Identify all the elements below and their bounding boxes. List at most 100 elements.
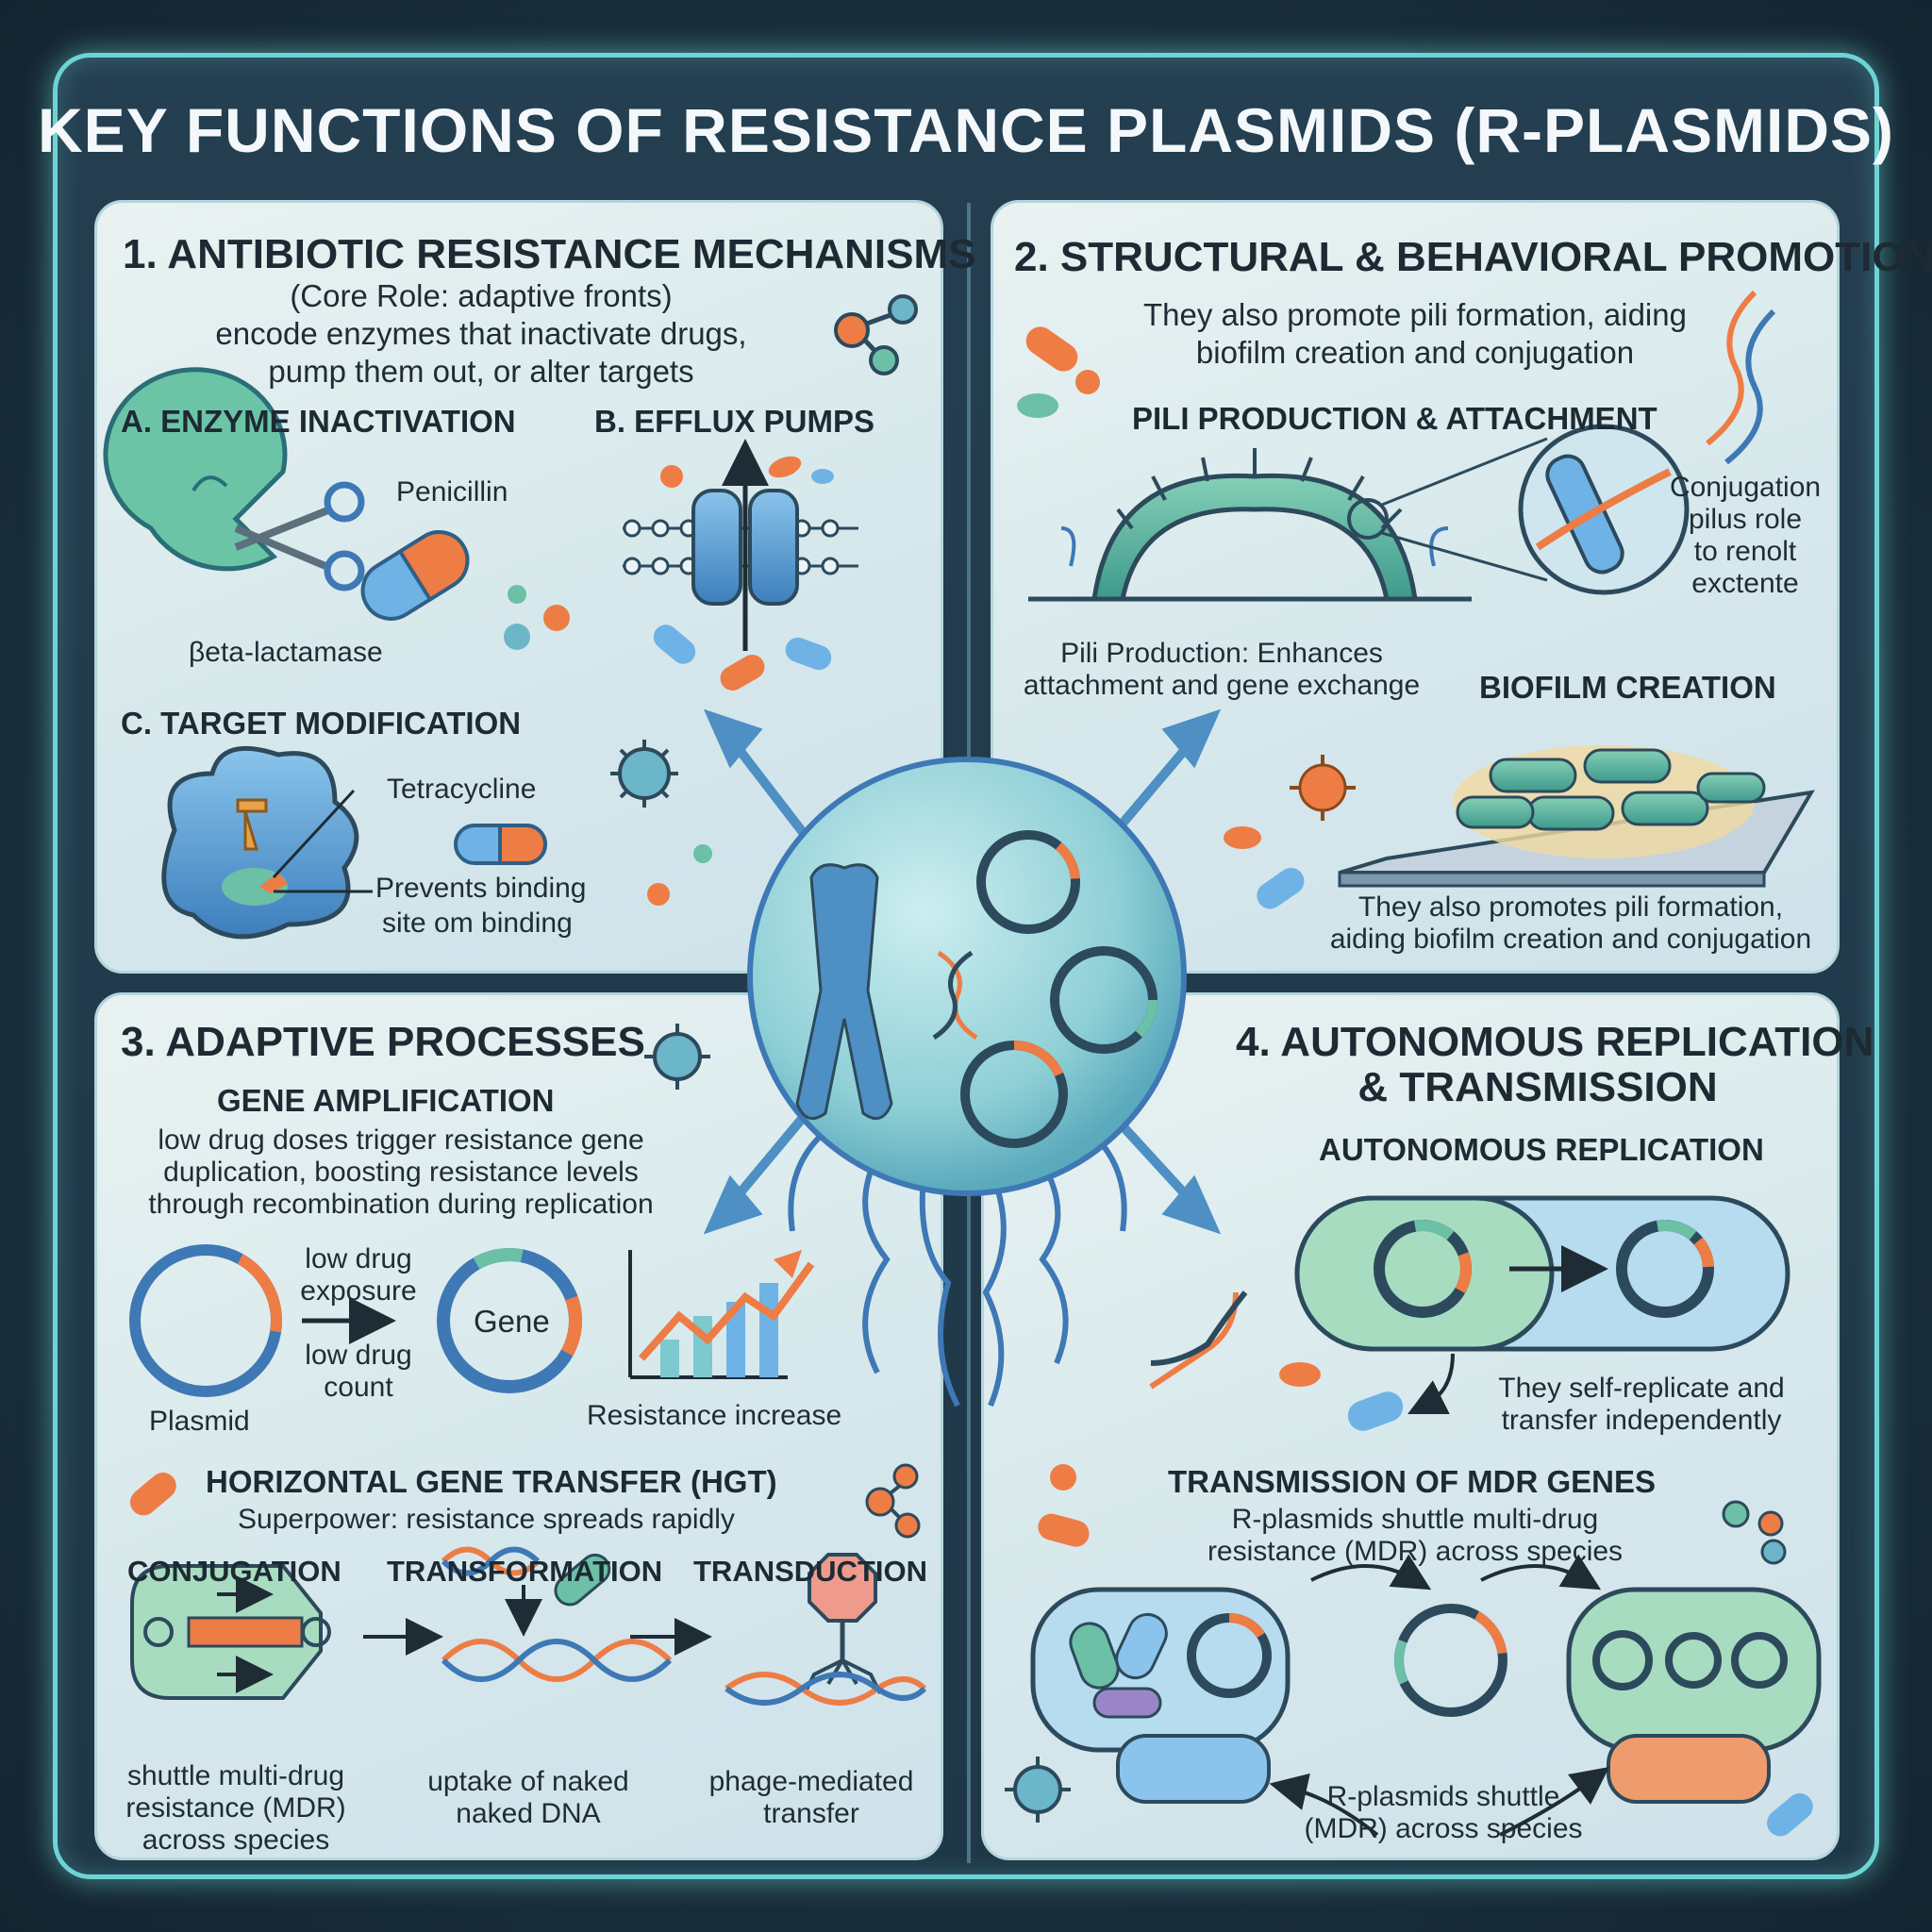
panel4-heading-line1: 4. AUTONOMOUS REPLICATION [1236,1019,1874,1065]
central-arrows [703,708,1222,1235]
exposure-label-line2: exposure [300,1275,417,1307]
page-title: KEY FUNCTIONS OF RESISTANCE PLASMIDS (R-… [38,95,1894,165]
count-label-line1: low drug [305,1340,412,1371]
pili-bacterium [1028,437,1548,602]
auto-caption-line1: They self-replicate and [1498,1373,1785,1404]
transd-caption-line1: phage-mediated [708,1766,914,1797]
virus-icon [610,740,678,808]
conj-caption-line2: resistance (MDR) [125,1792,346,1824]
autonomous-replication-heading: AUTONOMOUS REPLICATION [1319,1132,1764,1167]
dna-helix-icon [932,950,978,1041]
tetracycline-label: Tetracycline [387,774,537,805]
pili-caption-line2: attachment and gene exchange [1023,670,1421,701]
virus-icon [1005,1757,1071,1823]
zoom-label-line1: Conjugation [1669,472,1822,503]
prevents-binding-line2: site om binding [382,908,573,939]
transf-caption-line1: uptake of naked [427,1766,629,1797]
target-protein-ribosome [161,745,373,940]
bacterial-cell [747,757,1187,1196]
panel-adaptive-processes [94,992,943,1860]
panel1-desc-line1: encode enzymes that inactivate drugs, [215,316,747,351]
shuttle-line1: R-plasmids shuttle [1326,1781,1560,1812]
biofilm-heading: BIOFILM CREATION [1479,670,1776,705]
panel4-heading-line2: & TRANSMISSION [1357,1064,1718,1110]
mdr-line1: R-plasmids shuttle multi-drug [1231,1504,1599,1535]
panel2-desc-line1: They also promote pili formation, aiding [1143,297,1687,332]
count-label-line2: count [324,1372,393,1403]
resistance-increase-label: Resistance increase [587,1400,842,1431]
tetracycline-capsule-icon [454,824,547,865]
hgt-heading: HORIZONTAL GENE TRANSFER (HGT) [206,1464,777,1499]
mdr-line2: resistance (MDR) across species [1207,1536,1624,1567]
enzyme-inactivation-heading: A. ENZYME INACTIVATION [121,404,516,439]
auto-caption-line2: transfer independently [1501,1405,1782,1436]
zoom-label-line2: pilus role [1688,504,1803,535]
plasmid-label: Plasmid [149,1406,250,1437]
virus-icon-orange [1290,755,1356,821]
transduction-heading: TRANSDUCTION [693,1555,927,1588]
dot-icon [647,883,670,906]
gene-amp-line1: low drug doses trigger resistance gene [158,1124,644,1156]
conjugation-bridge [130,1564,331,1700]
bacteriophage-icon [724,1553,927,1706]
shuttle-line2: (MDR) across species [1304,1813,1583,1844]
gene-amplification-heading: GENE AMPLIFICATION [217,1083,555,1118]
molecule-icon [834,294,918,375]
dna-helix-icon [1706,290,1776,465]
exposure-label-line1: low drug [305,1243,412,1274]
gene-amp-line3: through recombination during replication [148,1189,654,1220]
enzyme-beta-lactamase [103,367,288,572]
efflux-pump-membrane [623,439,858,651]
pill-scatter-biofilm [1224,826,1305,909]
transf-caption-line2: naked DNA [456,1798,601,1829]
gene-ring [437,1248,582,1393]
penicillin-label: Penicillin [396,476,508,508]
panel1-desc-line2: pump them out, or alter targets [268,354,694,389]
biofilm-caption-line1: They also promotes pili formation, [1357,891,1784,923]
gene-amp-line2: duplication, boosting resistance levels [163,1157,639,1188]
biofilm-slab [1338,745,1815,888]
panel1-heading: 1. ANTIBIOTIC RESISTANCE MECHANISMS [123,231,976,277]
pill-scatter-p3 [130,1473,176,1516]
mdr-heading: TRANSMISSION OF MDR GENES [1168,1464,1657,1499]
efflux-pill-scatter [653,456,834,691]
molecule-icon [1722,1500,1787,1565]
mdr-transmission-diagram [1030,1554,1822,1837]
zoom-label-line3: to renolt [1693,536,1797,567]
conj-caption-line1: shuttle multi-drug [126,1760,345,1791]
penicillin-capsule-icon [360,530,470,621]
pill-dots-icon [504,585,570,650]
transformation-dna [441,1546,673,1682]
pill-scatter-p2 [1017,326,1100,418]
biofilm-caption-line2: aiding biofilm creation and conjugation [1329,924,1812,955]
panel3-heading: 3. ADAPTIVE PROCESSES [121,1019,645,1065]
chromosome-icon [795,863,893,1121]
pilus-zoom-circle [1518,424,1690,595]
plasmid-ring [129,1244,282,1397]
virus-icon [644,1024,710,1090]
dot-icon [693,844,712,863]
resistance-increase-chart [628,1250,815,1379]
scissors-icon [234,481,365,591]
hgt-subtitle: Superpower: resistance spreads rapidly [238,1504,735,1535]
pili-production-heading: PILI PRODUCTION & ATTACHMENT [1132,401,1657,436]
gene-label: Gene [474,1304,550,1339]
panel2-desc-line2: biofilm creation and conjugation [1195,335,1635,370]
panel2-heading: 2. STRUCTURAL & BEHAVIORAL PROMOTION [1014,234,1932,280]
capsule-icon [1767,1793,1813,1837]
conjugation-heading: CONJUGATION [127,1555,341,1588]
central-plasmid-rings [960,829,1158,1148]
molecule-icon [865,1463,921,1539]
zoom-label-line4: exctente [1691,568,1799,599]
transd-caption-line2: transfer [763,1798,859,1829]
dna-helix-icon [1149,1291,1248,1390]
pill-scatter-p4 [1038,1362,1404,1547]
conj-caption-line3: across species [142,1824,330,1856]
replicating-bacterium [1294,1195,1790,1414]
prevents-binding-line1: Prevents binding [375,873,587,904]
efflux-pumps-heading: B. EFFLUX PUMPS [594,404,875,439]
pili-caption-line1: Pili Production: Enhances [1060,638,1383,669]
target-modification-heading: C. TARGET MODIFICATION [121,706,522,741]
panel1-core-role: (Core Role: adaptive fronts) [290,278,673,313]
